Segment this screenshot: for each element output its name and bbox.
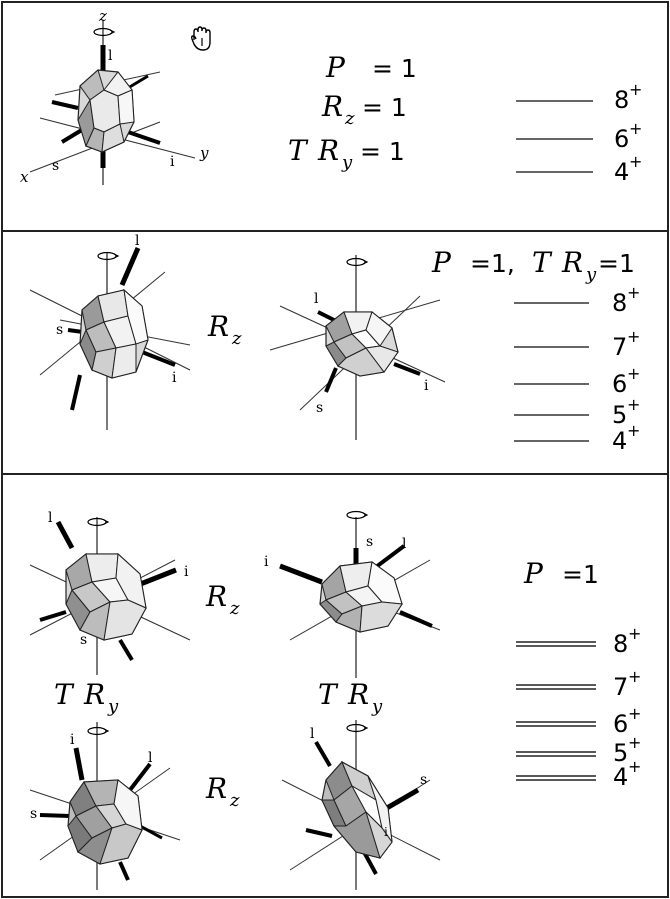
- top-level-lines: [516, 100, 593, 173]
- op-t-bot-right: T: [318, 678, 339, 711]
- top-level-8: 8: [614, 86, 629, 114]
- tag-s-bot-ul: s: [80, 632, 87, 648]
- bot-level-4-plus: +: [628, 757, 641, 776]
- axis-x-label: x: [20, 168, 29, 186]
- eq-rz-value: = 1: [362, 93, 407, 122]
- symbol-p-top: P: [325, 51, 346, 84]
- symbol-t-mid: T: [532, 246, 553, 279]
- op-r-bot-lower: R: [205, 772, 227, 805]
- mid-level-6: 6: [612, 370, 627, 398]
- mid-level-4-plus: +: [627, 421, 640, 440]
- mid-level-8-plus: +: [627, 283, 640, 302]
- symbol-r-sub-top: z: [344, 108, 355, 129]
- tag-s-bot-ur: s: [366, 534, 373, 550]
- bot-level-5-plus: +: [628, 733, 641, 752]
- tag-s-mid-left: s: [56, 322, 63, 338]
- top-nucleus: [29, 20, 196, 185]
- op-r-bot-left-sub: y: [107, 696, 119, 717]
- tag-i-bot-ur: i: [264, 554, 269, 570]
- tag-i-mid-left: i: [172, 370, 177, 386]
- symbol-p-bot: P: [523, 557, 544, 590]
- middle-level-lines: [514, 302, 589, 442]
- tag-s-top: s: [52, 158, 59, 174]
- top-level-4: 4: [614, 158, 629, 186]
- tag-l-mid-left: l: [135, 233, 140, 249]
- bottom-level-lines: [516, 641, 596, 781]
- op-r-mid-sub: z: [231, 328, 242, 349]
- middle-nucleus-right: [269, 255, 446, 440]
- bot-level-7-plus: +: [628, 667, 641, 686]
- symbol-t-top: T: [288, 134, 309, 167]
- symbol-r-mid-header-sub: y: [585, 264, 597, 285]
- tag-l-top: l: [108, 48, 113, 64]
- tag-i-bot-ll: i: [70, 732, 75, 748]
- bottom-nucleus-upper-left: [29, 517, 191, 675]
- header-p-mid: =1,: [470, 249, 515, 278]
- bot-level-8-plus: +: [628, 624, 641, 643]
- top-level-6: 6: [614, 125, 629, 153]
- tag-l-bot-ul: l: [48, 510, 53, 526]
- header-try-mid: =1: [598, 249, 635, 278]
- bot-level-5: 5: [613, 739, 628, 767]
- op-r-mid: R: [207, 310, 229, 343]
- mid-level-5: 5: [612, 401, 627, 429]
- mid-level-6-plus: +: [627, 364, 640, 383]
- op-r-bot-right-sub: y: [371, 696, 383, 717]
- tag-i-bot-ul: i: [184, 564, 189, 580]
- bot-level-8: 8: [613, 630, 628, 658]
- label-p-bot: =1: [562, 560, 599, 589]
- op-r-bot-right: R: [347, 678, 369, 711]
- symbol-p-mid: P: [431, 246, 452, 279]
- mid-level-5-plus: +: [627, 395, 640, 414]
- mid-level-7: 7: [612, 333, 627, 361]
- tag-i-top: i: [170, 154, 175, 170]
- bottom-nucleus-upper-right: [279, 510, 441, 678]
- symbol-r2-top: R: [317, 134, 339, 167]
- axis-z-label: z: [98, 7, 107, 25]
- tag-l-bot-ll: l: [148, 750, 153, 766]
- top-level-6-plus: +: [629, 119, 642, 138]
- symbol-r2-sub-top: y: [341, 152, 353, 173]
- tag-l-bot-lr: l: [310, 726, 315, 742]
- bottom-nucleus-lower-left: [29, 722, 181, 890]
- mid-level-4: 4: [612, 427, 627, 455]
- symbol-r-top: R: [321, 90, 343, 123]
- eq-try-value: = 1: [360, 137, 405, 166]
- symbol-r-mid-header: R: [561, 246, 583, 279]
- tag-s-bot-ll: s: [30, 806, 37, 822]
- op-r-bot-upper-sub: z: [229, 598, 240, 619]
- tag-l-mid-right: l: [314, 291, 319, 307]
- axis-y-label: y: [199, 144, 209, 162]
- tag-s-mid-right: s: [316, 400, 323, 416]
- op-r-bot-lower-sub: z: [229, 790, 240, 811]
- tag-s-bot-lr: s: [420, 772, 427, 788]
- bottom-nucleus-lower-right: [281, 720, 441, 890]
- top-level-4-plus: +: [629, 152, 642, 171]
- hand-cursor-icon: [190, 26, 211, 51]
- op-r-bot-left: R: [83, 678, 105, 711]
- bot-level-6-plus: +: [628, 704, 641, 723]
- tag-l-bot-ur: l: [402, 536, 407, 552]
- bot-level-7: 7: [613, 673, 628, 701]
- mid-level-7-plus: +: [627, 327, 640, 346]
- op-t-bot-left: T: [54, 678, 75, 711]
- op-r-bot-upper: R: [205, 580, 227, 613]
- middle-nucleus-left: [29, 247, 191, 430]
- tag-i-bot-lr: i: [384, 825, 388, 839]
- panel-bottom: [1, 473, 669, 898]
- top-level-8-plus: +: [629, 80, 642, 99]
- tag-i-mid-right: i: [424, 378, 429, 394]
- bot-level-4: 4: [613, 763, 628, 791]
- bot-level-6: 6: [613, 710, 628, 738]
- eq-p-value: = 1: [372, 54, 417, 83]
- mid-level-8: 8: [612, 289, 627, 317]
